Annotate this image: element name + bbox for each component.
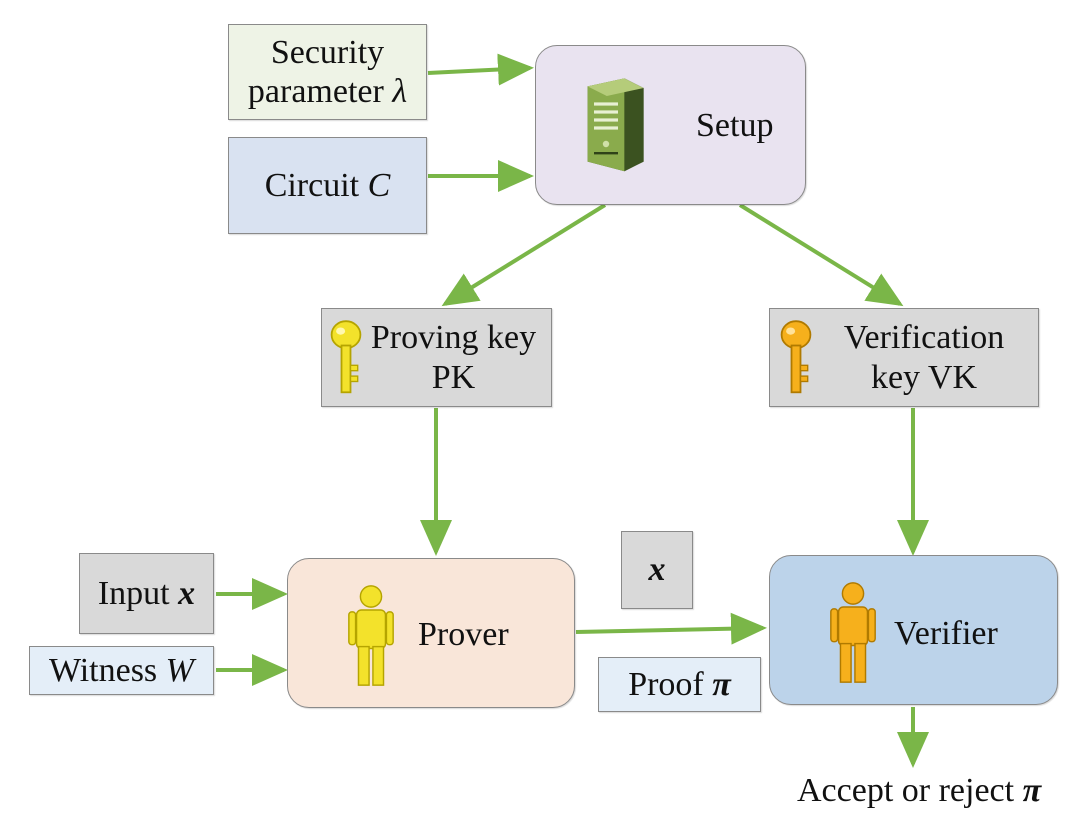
proof-label: Proof	[628, 665, 704, 703]
prover-label: Prover	[418, 616, 509, 653]
verification-key-line2: key VK	[870, 358, 978, 396]
arrow-setup-to-vk	[738, 203, 904, 307]
circuit-label: Circuit	[264, 166, 360, 204]
verifier-box: Verifier	[769, 555, 1058, 705]
security-line2: parameter	[247, 73, 384, 110]
arrow-security-to-setup	[427, 53, 534, 86]
arrow-prover-to-verifier	[575, 612, 767, 645]
witness-label: Witness	[48, 651, 158, 689]
verification-key-box: Verification key VK	[769, 308, 1039, 407]
x-symbol: x	[648, 551, 666, 589]
verification-key-line1: Verification	[843, 319, 1005, 357]
setup-box: Setup	[535, 45, 806, 205]
output-label: Accept or reject	[797, 772, 1015, 809]
proof-symbol: π	[712, 665, 731, 703]
person-icon	[830, 582, 876, 683]
output-label-wrap: Accept or reject π	[797, 772, 1041, 810]
witness-symbol: W	[165, 651, 194, 689]
security-line2-wrap: parameter λ	[248, 72, 407, 111]
input-label: Input	[97, 574, 170, 612]
x-box: x	[621, 531, 693, 609]
key-icon	[780, 320, 812, 394]
security-line1: Security	[270, 33, 385, 71]
circuit-box: Circuit C	[228, 137, 427, 234]
key-icon	[330, 320, 362, 394]
input-box: Input x	[79, 553, 214, 634]
proof-box: Proof π	[598, 657, 761, 712]
setup-label: Setup	[696, 107, 774, 144]
proving-key-line2: PK	[431, 358, 476, 396]
proving-key-box: Proving key PK	[321, 308, 552, 407]
proving-key-line1: Proving key	[370, 319, 537, 357]
input-symbol: x	[178, 574, 196, 612]
output-symbol: π	[1022, 772, 1042, 809]
security-parameter-box: Security parameter λ	[228, 24, 427, 120]
witness-box: Witness W	[29, 646, 214, 695]
server-icon	[587, 78, 644, 172]
arrow-setup-to-pk	[441, 203, 607, 307]
prover-box: Prover	[287, 558, 575, 708]
verifier-label: Verifier	[894, 615, 998, 652]
circuit-symbol: C	[367, 166, 391, 204]
person-icon	[348, 585, 394, 686]
lambda-symbol: λ	[392, 73, 408, 110]
